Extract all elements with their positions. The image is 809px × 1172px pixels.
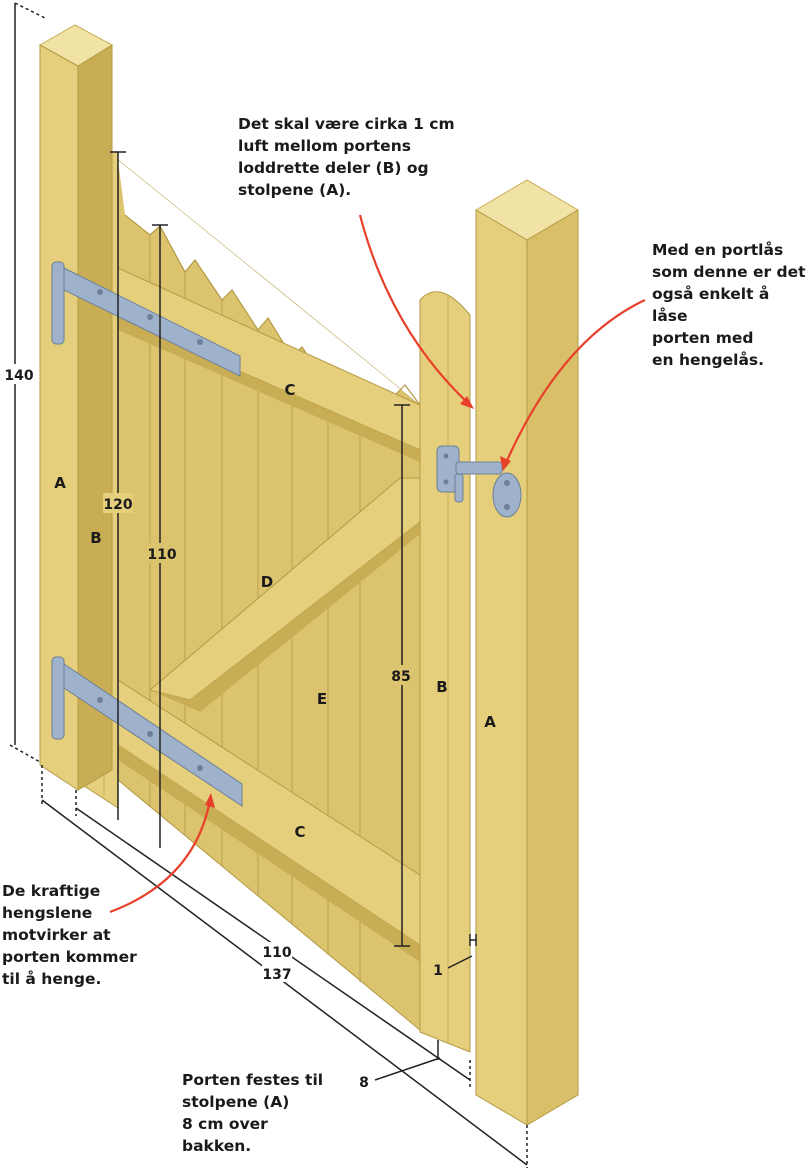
dim-label-140: 140 [4,368,33,384]
gate-latch-icon [436,445,522,518]
post-right-A [475,179,579,1126]
leader-arrows [109,214,646,914]
hinge-top-icon [51,261,241,377]
part-labels: A B C D E B A C [54,381,496,841]
dim-label-137: 137 [262,967,291,983]
hinge-bottom-icon [51,656,243,807]
part-label-A-right: A [484,713,496,731]
part-label-D: D [261,573,273,591]
part-label-C-bottom: C [294,823,305,841]
dim-label-110-vertical: 110 [147,547,176,563]
note-gap: Det skal være cirka 1 cm luft mellom por… [238,115,455,199]
post-left-A [38,24,113,791]
dim-label-120: 120 [103,497,132,513]
part-label-C-top: C [284,381,295,399]
note-ground: Porten festes til stolpene (A) 8 cm over… [182,1071,324,1155]
dimension-labels: 140 120 110 85 110 137 1 8 [4,364,443,1091]
dim-label-110-horizontal: 110 [262,945,291,961]
upright-right-B [419,291,471,1053]
part-label-E: E [317,690,327,708]
dim-label-85: 85 [391,669,410,685]
part-label-B-left: B [90,529,101,547]
part-label-A-left: A [54,474,66,492]
note-lock: Med en portlås som denne er det også enk… [652,241,806,369]
dim-label-1: 1 [433,963,443,979]
part-label-B-right: B [436,678,447,696]
note-hinges: De kraftige hengslene motvirker at porte… [2,882,137,988]
dim-label-8: 8 [359,1075,369,1091]
